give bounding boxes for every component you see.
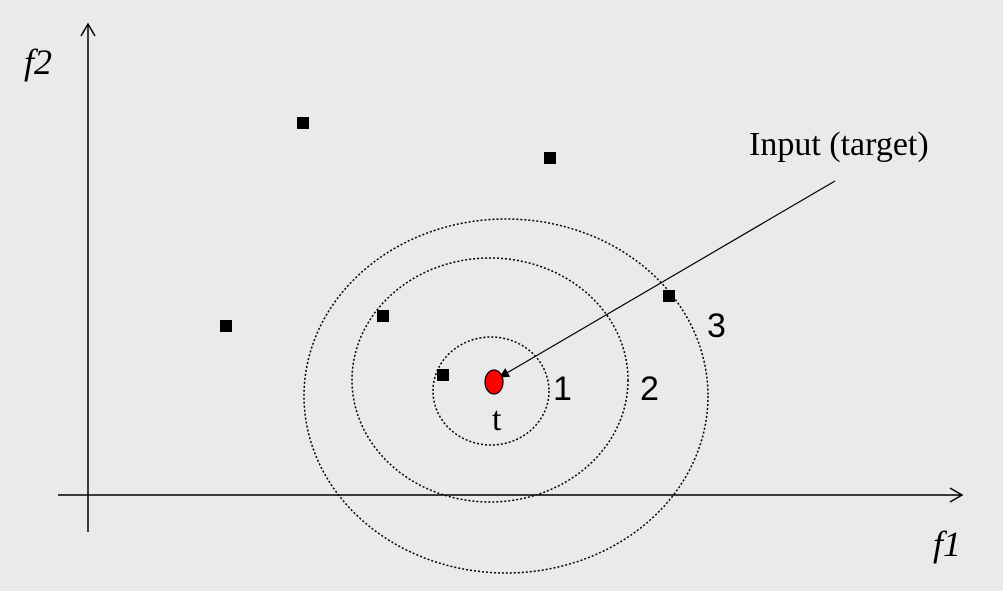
data-point bbox=[377, 310, 389, 322]
x-axis-arrow-icon bbox=[949, 487, 964, 503]
ring-1-label: 1 bbox=[553, 370, 572, 408]
data-point bbox=[544, 152, 556, 164]
ring-2-label: 2 bbox=[640, 370, 659, 408]
ring-2 bbox=[351, 257, 629, 503]
x-axis-label: f1 bbox=[933, 524, 961, 564]
annotation-text: Input (target) bbox=[749, 126, 929, 163]
ring-3 bbox=[303, 218, 709, 574]
y-axis-arrow-icon bbox=[80, 22, 96, 37]
annotation-arrow bbox=[499, 180, 836, 378]
data-point bbox=[437, 369, 449, 381]
target-label: t bbox=[492, 401, 502, 438]
ring-3-label: 3 bbox=[707, 307, 726, 345]
ring-1 bbox=[432, 336, 550, 446]
data-point bbox=[663, 290, 675, 302]
data-point bbox=[220, 320, 232, 332]
y-axis-label: f2 bbox=[24, 42, 52, 82]
data-point bbox=[297, 117, 309, 129]
target-point bbox=[484, 369, 504, 395]
